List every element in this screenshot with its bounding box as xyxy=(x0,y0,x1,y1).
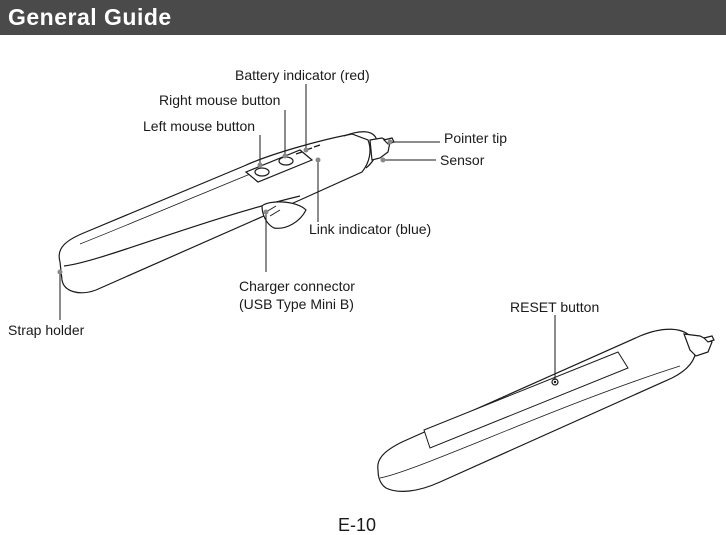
callout-charger-connector: Charger connector (USB Type Mini B) xyxy=(239,277,355,313)
callout-strap-holder: Strap holder xyxy=(8,322,85,338)
pen-top-view xyxy=(58,131,395,294)
callout-charger-connector-line1: Charger connector xyxy=(239,278,355,294)
callout-charger-connector-line2: (USB Type Mini B) xyxy=(239,296,354,312)
callout-sensor: Sensor xyxy=(440,152,485,168)
page-number: E-10 xyxy=(338,515,377,535)
leader-dots xyxy=(57,139,393,275)
callout-right-mouse-button: Right mouse button xyxy=(159,92,281,108)
callout-link-indicator: Link indicator (blue) xyxy=(309,221,432,237)
callout-reset-button: RESET button xyxy=(510,299,600,315)
page-title: General Guide xyxy=(8,4,172,30)
header-bar: General Guide xyxy=(0,0,726,35)
callout-left-mouse-button: Left mouse button xyxy=(143,118,256,134)
callout-battery-indicator: Battery indicator (red) xyxy=(235,67,370,83)
callout-pointer-tip: Pointer tip xyxy=(444,130,508,146)
pen-bottom-view xyxy=(377,328,715,492)
leader-lines xyxy=(59,84,556,380)
